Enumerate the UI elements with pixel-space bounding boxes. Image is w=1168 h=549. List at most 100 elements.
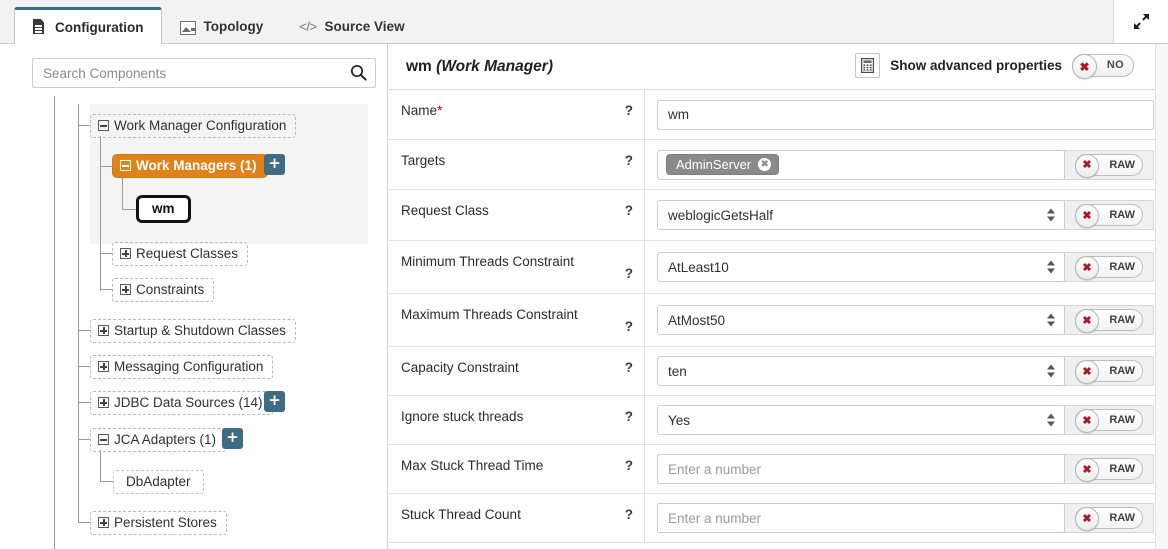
minimum-threads-constraint-select[interactable]: AtLeast10 bbox=[657, 252, 1065, 282]
tree-node-wm[interactable]: wm bbox=[136, 195, 191, 223]
tree-node-request-classes[interactable]: Request Classes bbox=[112, 242, 249, 266]
tab-source-view[interactable]: </> Source View bbox=[282, 8, 423, 44]
add-work-manager-button[interactable]: + bbox=[264, 154, 285, 175]
tree-node-jca-adapters[interactable]: JCA Adapters (1) bbox=[90, 428, 227, 452]
page-title-type: (Work Manager) bbox=[436, 58, 553, 75]
advanced-properties-toggle[interactable]: ✖ NO bbox=[1072, 54, 1134, 79]
tree-branch-line bbox=[100, 450, 101, 482]
toggle-knob: ✖ bbox=[1075, 360, 1099, 384]
expand-button[interactable] bbox=[1113, 0, 1168, 43]
help-icon[interactable]: ? bbox=[624, 203, 633, 218]
ignore-stuck-threads-select[interactable]: Yes bbox=[657, 405, 1065, 435]
expand-plus-icon[interactable] bbox=[98, 361, 109, 372]
field-label-stuck-thread-count: Stuck Thread Count ? bbox=[389, 494, 645, 542]
x-icon: ✖ bbox=[1082, 209, 1092, 222]
collapse-minus-icon[interactable] bbox=[120, 160, 131, 171]
x-icon: ✖ bbox=[1082, 512, 1092, 525]
help-icon[interactable]: ? bbox=[624, 409, 633, 424]
calculator-icon[interactable] bbox=[855, 53, 881, 78]
tab-configuration-label: Configuration bbox=[55, 19, 144, 35]
search-icon[interactable] bbox=[350, 64, 367, 81]
add-jdbc-data-source-button[interactable]: + bbox=[264, 391, 285, 412]
tree-vertical-rule bbox=[54, 96, 55, 549]
tab-configuration[interactable]: Configuration bbox=[14, 7, 163, 45]
tree-node-jdbc-data-sources[interactable]: JDBC Data Sources (14) bbox=[90, 391, 273, 415]
help-icon[interactable]: ? bbox=[624, 507, 633, 522]
tree-node-dbadapter[interactable]: DbAdapter bbox=[113, 470, 204, 494]
x-icon: ✖ bbox=[1079, 59, 1090, 74]
tree-node-label: JCA Adapters (1) bbox=[114, 432, 217, 447]
help-icon[interactable]: ? bbox=[624, 360, 633, 375]
tree-node-persistent-stores[interactable]: Persistent Stores bbox=[90, 511, 227, 535]
select-value: ten bbox=[668, 363, 687, 379]
tree-trunk-line bbox=[78, 104, 79, 523]
tree-node-startup-shutdown-classes[interactable]: Startup & Shutdown Classes bbox=[90, 319, 296, 343]
tab-topology[interactable]: Topology bbox=[162, 8, 282, 44]
field-label-targets: Targets ? bbox=[389, 140, 645, 189]
raw-toggle-wrap-minimum-threads: ✖ RAW bbox=[1064, 252, 1154, 282]
spinner-arrows-icon[interactable] bbox=[1047, 364, 1055, 379]
raw-toggle-wrap-targets: ✖ RAW bbox=[1064, 149, 1154, 180]
raw-label: RAW bbox=[1109, 365, 1135, 377]
field-control-capacity-constraint: ten ✖ RAW bbox=[645, 347, 1168, 395]
spinner-arrows-icon[interactable] bbox=[1047, 413, 1055, 428]
raw-toggle-request-class[interactable]: ✖ RAW bbox=[1075, 204, 1143, 228]
tree-node-constraints[interactable]: Constraints bbox=[112, 278, 215, 302]
spinner-arrows-icon[interactable] bbox=[1047, 313, 1055, 328]
chip-adminserver[interactable]: AdminServer ✖ bbox=[666, 154, 780, 175]
detail-header: wm (Work Manager) Show advanced bbox=[389, 44, 1168, 90]
tree-node-label: Messaging Configuration bbox=[114, 359, 264, 374]
expand-plus-icon[interactable] bbox=[98, 517, 109, 528]
tree-node-label: wm bbox=[152, 201, 175, 216]
max-stuck-thread-time-input[interactable]: Enter a number bbox=[657, 454, 1065, 484]
help-icon[interactable]: ? bbox=[624, 458, 633, 473]
field-label-request-class: Request Class ? bbox=[389, 190, 645, 240]
search-input[interactable] bbox=[32, 58, 376, 88]
image-icon bbox=[179, 19, 197, 35]
collapse-minus-icon[interactable] bbox=[98, 434, 109, 445]
help-icon[interactable]: ? bbox=[624, 103, 633, 118]
expand-plus-icon[interactable] bbox=[98, 397, 109, 408]
help-icon[interactable]: ? bbox=[624, 266, 633, 281]
field-label-text: Max Stuck Thread Time bbox=[401, 458, 544, 473]
expand-plus-icon[interactable] bbox=[98, 325, 109, 336]
raw-toggle-max-stuck-time[interactable]: ✖ RAW bbox=[1075, 458, 1143, 482]
tree-connector bbox=[78, 522, 91, 523]
targets-chips-input[interactable]: AdminServer ✖ bbox=[657, 149, 1065, 180]
spinner-arrows-icon[interactable] bbox=[1047, 208, 1055, 223]
raw-toggle-targets[interactable]: ✖ RAW bbox=[1075, 153, 1143, 178]
tree-node-work-managers[interactable]: Work Managers (1) bbox=[112, 154, 268, 178]
name-input[interactable]: wm bbox=[657, 99, 1154, 130]
collapse-minus-icon[interactable] bbox=[98, 120, 109, 131]
x-icon: ✖ bbox=[1082, 463, 1092, 476]
help-icon[interactable]: ? bbox=[624, 153, 633, 168]
expand-plus-icon[interactable] bbox=[120, 284, 131, 295]
chip-label: AdminServer bbox=[676, 156, 752, 172]
tab-source-view-label: Source View bbox=[324, 19, 405, 34]
raw-toggle-maximum-threads[interactable]: ✖ RAW bbox=[1075, 309, 1143, 333]
detail-panel-scrollbar[interactable] bbox=[1155, 44, 1168, 549]
toggle-knob: ✖ bbox=[1075, 256, 1099, 280]
code-icon: </> bbox=[299, 19, 317, 34]
help-icon[interactable]: ? bbox=[624, 319, 633, 334]
spinner-arrows-icon[interactable] bbox=[1047, 260, 1055, 275]
raw-toggle-stuck-count[interactable]: ✖ RAW bbox=[1075, 507, 1143, 531]
raw-toggle-ignore-stuck[interactable]: ✖ RAW bbox=[1075, 409, 1143, 433]
tree-branch-line bbox=[122, 178, 123, 210]
add-jca-adapter-button[interactable]: + bbox=[222, 428, 243, 449]
field-control-max-stuck-thread-time: Enter a number ✖ RAW bbox=[645, 445, 1168, 493]
raw-label: RAW bbox=[1109, 261, 1135, 273]
request-class-select[interactable]: weblogicGetsHalf bbox=[657, 200, 1065, 230]
tree-node-work-manager-configuration[interactable]: Work Manager Configuration bbox=[90, 114, 297, 138]
raw-toggle-minimum-threads[interactable]: ✖ RAW bbox=[1075, 256, 1143, 280]
chip-remove-icon[interactable]: ✖ bbox=[758, 157, 772, 171]
stuck-thread-count-input[interactable]: Enter a number bbox=[657, 503, 1065, 533]
maximum-threads-constraint-select[interactable]: AtMost50 bbox=[657, 305, 1065, 335]
tree-node-messaging-configuration[interactable]: Messaging Configuration bbox=[90, 355, 274, 379]
field-label-text: Name bbox=[401, 103, 438, 118]
raw-toggle-capacity[interactable]: ✖ RAW bbox=[1075, 360, 1143, 384]
capacity-constraint-select[interactable]: ten bbox=[657, 356, 1065, 386]
expand-plus-icon[interactable] bbox=[120, 248, 131, 259]
toggle-knob: ✖ bbox=[1072, 54, 1097, 79]
